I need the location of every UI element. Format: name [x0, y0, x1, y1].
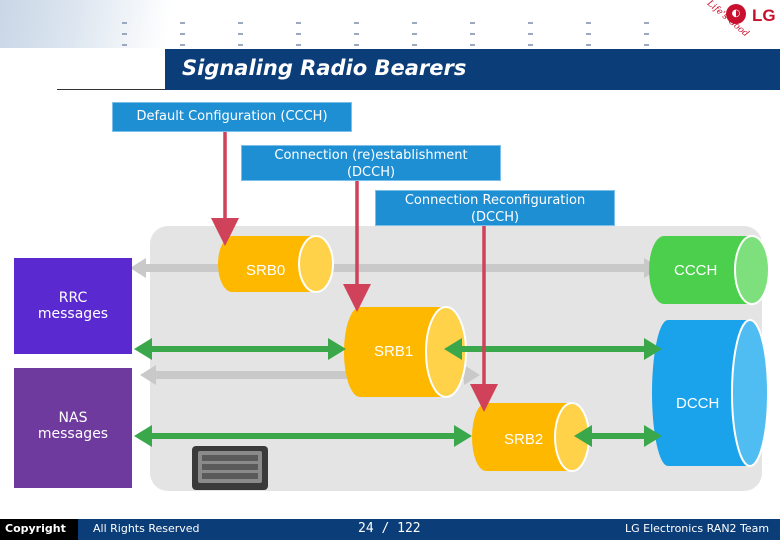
- lg-logo-icon: ◐: [726, 4, 746, 24]
- page-title: Signaling Radio Bearers: [182, 56, 467, 80]
- header-dash: [470, 22, 475, 24]
- header-dash: [586, 33, 591, 35]
- phone-icon: [192, 446, 268, 490]
- header-dash: [528, 33, 533, 35]
- green-arrow-nas-srb2: [134, 425, 472, 447]
- ccch-cylinder: [649, 235, 770, 305]
- srb2-cylinder: [472, 402, 590, 472]
- header-dash: [122, 44, 127, 46]
- green-arrow-srb1-dcch: [444, 338, 662, 360]
- logo-brand: LG: [752, 6, 776, 25]
- srb0-cylinder: [218, 235, 334, 293]
- header-dash: [644, 22, 649, 24]
- reconfig-label-line1: Connection Reconfiguration: [404, 193, 586, 208]
- establishment-label-line1: Connection (re)establishment: [274, 148, 468, 163]
- nas-messages-box: NAS messages: [14, 368, 132, 488]
- gray-arrow-rrc-srb0: [130, 258, 660, 278]
- header-dash: [354, 33, 359, 35]
- dcch-label: DCCH: [676, 395, 720, 412]
- green-arrow-srb2-dcch: [574, 425, 662, 447]
- establishment-config-box: Connection (re)establishment (DCCH): [241, 145, 501, 181]
- ccch-label: CCCH: [674, 262, 718, 279]
- header-dash: [122, 22, 127, 24]
- header-dash: [470, 33, 475, 35]
- header-dash: [354, 44, 359, 46]
- header-dash: [180, 22, 185, 24]
- header-dash: [296, 33, 301, 35]
- footer-page-number: 24 / 122: [358, 521, 421, 536]
- header-dash: [644, 44, 649, 46]
- dcch-cylinder: [652, 319, 769, 467]
- rrc-messages-box: RRC messages: [14, 258, 132, 354]
- srb2-label: SRB2: [504, 431, 544, 448]
- footer-bar: [0, 519, 780, 540]
- header-dash: [586, 22, 591, 24]
- footer-left-block: [0, 519, 78, 540]
- title-rule: [57, 89, 165, 90]
- header-dash: [470, 44, 475, 46]
- header-dash: [238, 22, 243, 24]
- green-arrow-rrc-srb1: [134, 338, 346, 360]
- header-dash: [528, 44, 533, 46]
- header-band: [0, 0, 780, 48]
- srb0-label: SRB0: [246, 262, 286, 279]
- reconfig-config-box: Connection Reconfiguration (DCCH): [375, 190, 615, 226]
- header-dash: [412, 44, 417, 46]
- srb1-label: SRB1: [374, 343, 414, 360]
- header-dash: [354, 22, 359, 24]
- header-dash: [528, 22, 533, 24]
- footer-team: LG Electronics RAN2 Team: [625, 522, 770, 535]
- header-dash: [238, 33, 243, 35]
- default-config-box: Default Configuration (CCCH): [112, 102, 352, 132]
- header-dash: [644, 33, 649, 35]
- header-dash: [180, 44, 185, 46]
- nas-label-line1: NAS: [58, 410, 88, 426]
- header-dash: [296, 44, 301, 46]
- header-dash: [586, 44, 591, 46]
- header-dash: [238, 44, 243, 46]
- header-dash: [122, 33, 127, 35]
- header-dash: [412, 22, 417, 24]
- footer-copyright: Copyright: [5, 522, 66, 535]
- rrc-label-line2: messages: [37, 306, 109, 322]
- header-dash: [412, 33, 417, 35]
- establishment-label-line2: (DCCH): [346, 165, 396, 180]
- reconfig-label-line2: (DCCH): [470, 210, 520, 225]
- title-bar: [165, 49, 780, 90]
- header-dash: [296, 22, 301, 24]
- default-config-label: Default Configuration (CCCH): [136, 109, 328, 124]
- header-dash: [180, 33, 185, 35]
- srb1-cylinder: [344, 306, 467, 398]
- nas-label-line2: messages: [37, 426, 109, 442]
- rrc-label-line1: RRC: [58, 290, 88, 306]
- footer-rights: All Rights Reserved: [93, 522, 200, 535]
